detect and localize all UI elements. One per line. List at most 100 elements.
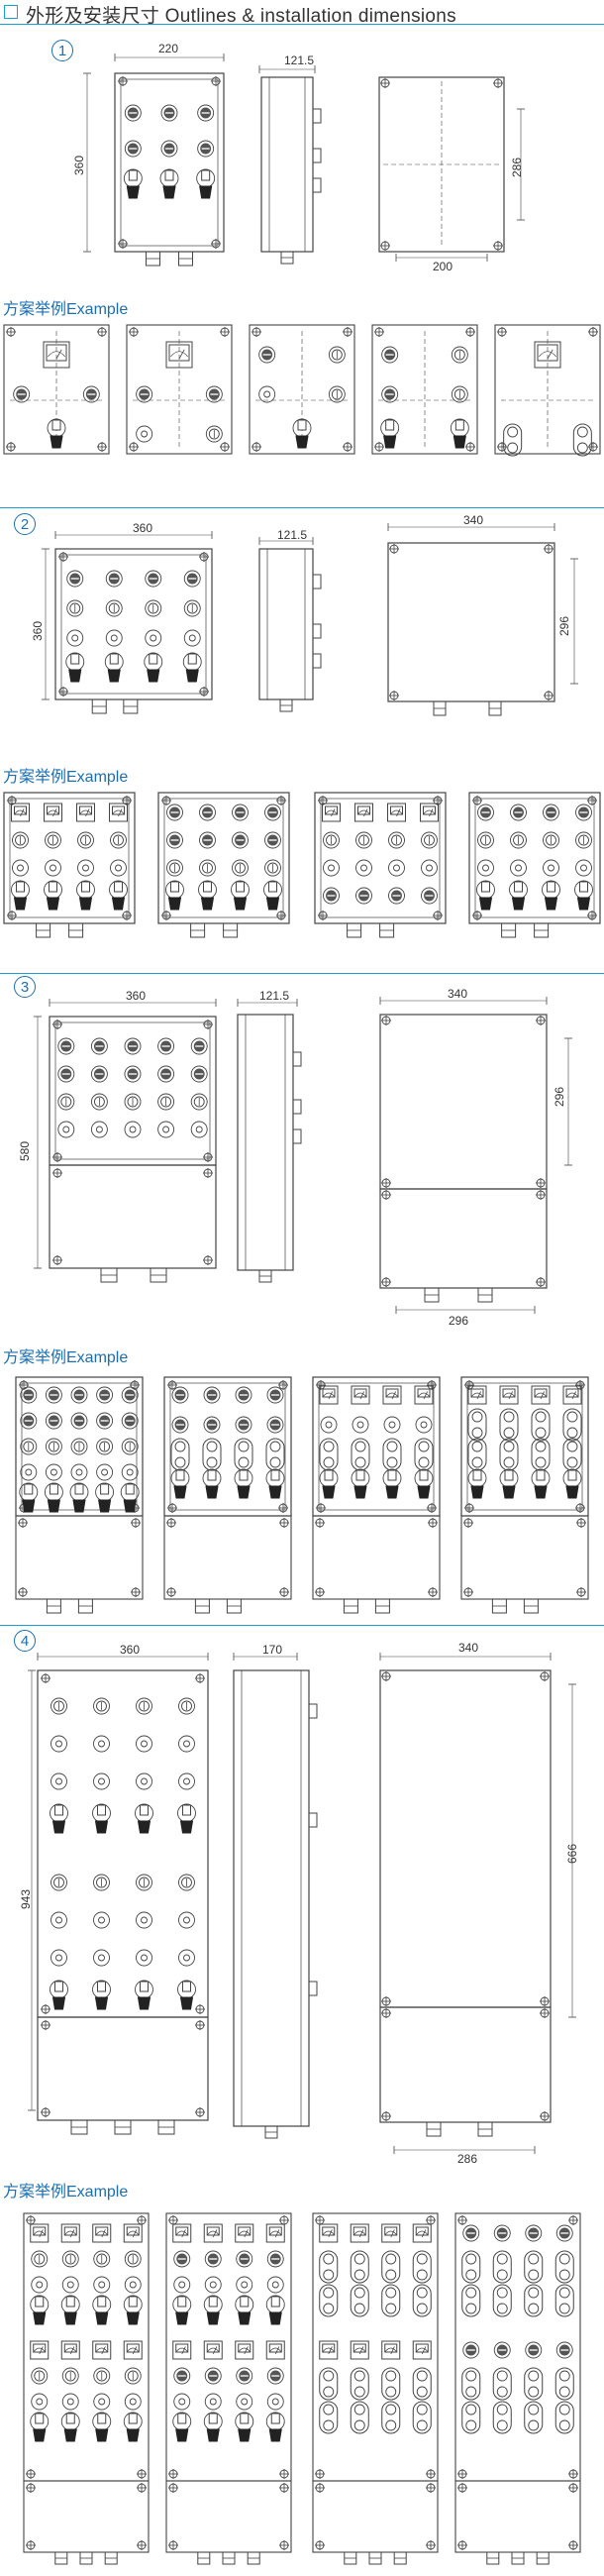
selector-handle	[383, 435, 397, 449]
push-button	[96, 1386, 114, 1404]
push-button	[264, 831, 281, 849]
meter-scale	[175, 2230, 189, 2236]
dual-button	[461, 2401, 481, 2434]
selector-handle	[453, 435, 466, 449]
dual-button	[524, 2250, 544, 2284]
meter-needle	[358, 2346, 364, 2355]
meter-scale	[502, 1392, 516, 1398]
lamp-dot	[101, 1468, 109, 1476]
indicator-lamp-lens	[127, 1096, 139, 1108]
push-button	[45, 1412, 62, 1430]
selector-handle	[353, 1485, 367, 1499]
push-button	[183, 570, 201, 588]
meter-scale	[33, 2230, 47, 2236]
selector-handle	[173, 1485, 187, 1499]
meter-scale	[325, 809, 338, 815]
meter-needle	[101, 2229, 106, 2238]
meter-needle	[429, 808, 434, 817]
button-bottom	[496, 2269, 508, 2281]
indicator-lamp	[61, 2276, 79, 2294]
button-bottom	[566, 1456, 578, 1468]
push-button	[236, 2367, 253, 2385]
push-button	[57, 1037, 75, 1055]
side-view	[233, 1669, 310, 2127]
indicator-lamp-lens	[326, 834, 337, 846]
meter-needle	[476, 1391, 481, 1400]
dim-width: 360	[133, 521, 153, 535]
selector-knob	[182, 1804, 191, 1816]
ammeter-face	[537, 344, 558, 362]
push-button	[462, 2224, 480, 2242]
selector-knob	[177, 2296, 187, 2308]
ammeter	[235, 2340, 254, 2360]
selector-knob	[51, 419, 61, 431]
meter-scale	[48, 351, 65, 358]
lamp-dot	[209, 2398, 217, 2406]
example-enclosure	[494, 324, 601, 455]
button-bottom	[353, 2386, 365, 2398]
meter-needle	[20, 808, 25, 817]
button-top	[354, 1441, 366, 1452]
indicator-lamp-lens	[48, 1441, 59, 1452]
dual-button	[319, 2250, 339, 2284]
meter-needle	[358, 2229, 364, 2238]
meter-needle	[508, 1391, 513, 1400]
selector-handle	[111, 897, 126, 911]
side-lug	[292, 1051, 302, 1067]
section-1-examples	[3, 324, 601, 457]
side-lug	[308, 1703, 318, 1719]
meter-needle	[178, 349, 185, 360]
selector-knob	[128, 2296, 138, 2308]
button-bottom	[558, 2386, 570, 2398]
dim-width: 220	[158, 42, 179, 55]
ammeter-face	[322, 1388, 336, 1398]
indicator-lamp	[266, 2276, 284, 2294]
push-button	[199, 804, 216, 821]
lower-enclosure	[49, 1164, 217, 1269]
selector-handle	[237, 1485, 251, 1499]
push-button	[166, 804, 183, 821]
dual-button	[467, 1408, 487, 1442]
selector-knob	[201, 169, 211, 181]
button-bottom	[385, 2269, 397, 2281]
selector-handle	[206, 2311, 220, 2325]
indicator-lamp	[121, 1463, 139, 1481]
selector-knob	[49, 1483, 58, 1495]
push-button	[124, 140, 142, 158]
indicator-lamp-lens	[80, 834, 91, 846]
meter-needle	[390, 2346, 395, 2355]
button-top	[535, 1441, 547, 1452]
dual-button	[492, 2284, 512, 2317]
selector-handle	[13, 897, 28, 911]
side-lug	[312, 148, 322, 163]
page-header: 外形及安装尺寸 Outlines & installation dimensio…	[0, 0, 604, 27]
ammeter	[350, 2340, 369, 2360]
lamp-dot	[420, 1421, 428, 1429]
ammeter	[319, 2340, 339, 2360]
selector-knob	[419, 1469, 429, 1481]
lamp-dot	[141, 1777, 148, 1785]
section-3-examples	[15, 1376, 589, 1614]
meter-scale	[268, 2347, 282, 2353]
indicator-lamp	[136, 1697, 152, 1715]
lower-enclosure	[37, 2016, 209, 2121]
push-button	[160, 140, 178, 158]
button-top	[566, 1411, 578, 1423]
ammeter	[109, 803, 128, 822]
button-bottom	[353, 2303, 365, 2314]
example-enclosure	[3, 324, 110, 455]
header-square-icon	[4, 5, 18, 19]
button-bottom	[535, 1427, 547, 1439]
dual-button	[524, 2367, 544, 2401]
dual-button	[381, 2284, 401, 2317]
button-bottom	[507, 442, 519, 454]
section-1-drawings	[83, 54, 525, 267]
push-button	[82, 385, 100, 403]
enclosure-inner	[318, 1382, 435, 1511]
ammeter	[60, 2223, 80, 2243]
indicator-lamp	[575, 859, 592, 877]
push-button	[13, 385, 31, 403]
ammeter	[414, 1385, 434, 1405]
indicator-lamp	[178, 1911, 195, 1929]
button-top	[465, 2253, 477, 2265]
